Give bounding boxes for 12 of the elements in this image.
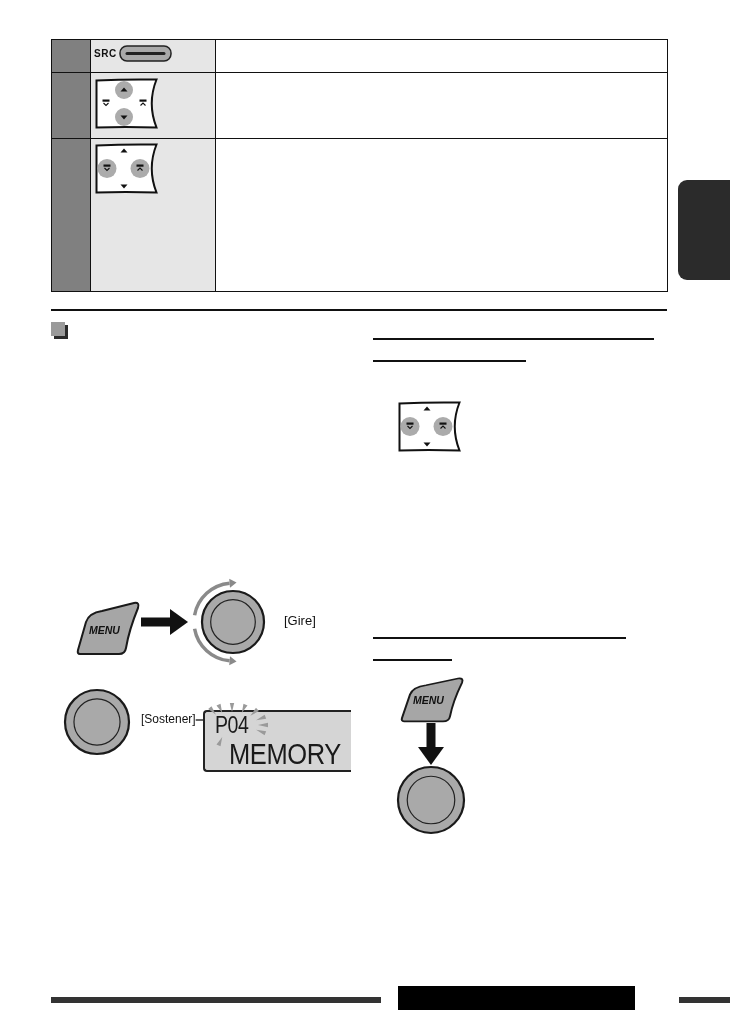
menu-button: MENU xyxy=(400,676,465,723)
control-knob xyxy=(396,765,466,835)
leader-line xyxy=(195,719,204,721)
control-knob xyxy=(62,687,132,757)
side-tab xyxy=(678,180,730,280)
menu-button: MENU xyxy=(76,600,141,656)
lcd-display xyxy=(203,710,351,772)
display-text: P04 xyxy=(215,714,249,737)
action-label: [Sostener] xyxy=(141,713,196,725)
action-label: [Gire] xyxy=(284,614,316,627)
key-label: SRC xyxy=(94,49,117,59)
display-text: MEMORY xyxy=(229,739,341,769)
